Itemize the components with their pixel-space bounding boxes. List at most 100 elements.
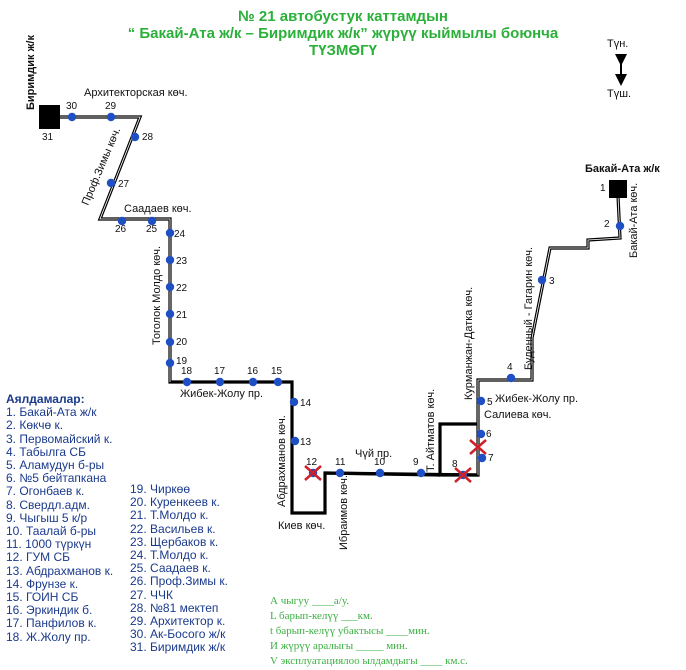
- stop-11-number: 11: [335, 457, 346, 468]
- stop-20-number: 20: [176, 337, 188, 348]
- legend-item: 21. Т.Молдо к.: [130, 508, 209, 523]
- stop-13-marker[interactable]: [290, 436, 300, 446]
- street-ibraimov: Ибраимов көч.: [338, 475, 350, 550]
- compass-north: Түн.: [607, 38, 629, 50]
- stop-6-marker[interactable]: [476, 429, 486, 439]
- stop-21-marker[interactable]: [165, 309, 175, 319]
- stop-26-marker[interactable]: [117, 216, 127, 226]
- stop-19-marker[interactable]: [165, 358, 175, 368]
- street-saadaev: Саадаев көч.: [124, 203, 192, 215]
- legend-item: 8. Свердл.адм.: [6, 497, 90, 512]
- legend-item: 22. Васильев к.: [130, 521, 216, 536]
- legend-item: 18. Ж.Жолу пр.: [6, 629, 91, 644]
- legend-item: 26. Проф.Зимы к.: [130, 574, 228, 589]
- street-salieva: Салиева көч.: [484, 409, 551, 421]
- stop-6-number: 6: [486, 429, 492, 440]
- legend-item: 30. Ак-Босого ж/к: [130, 627, 226, 642]
- street-kiev: Киев көч.: [278, 520, 325, 532]
- stop-15-marker[interactable]: [273, 377, 283, 387]
- street-prof-zimy: Проф.Зимы көч.: [80, 126, 124, 207]
- stop-17-number: 17: [214, 366, 226, 377]
- stop-9-marker[interactable]: [416, 468, 426, 478]
- stop-10-number: 10: [374, 457, 386, 468]
- stop-25-marker[interactable]: [147, 216, 157, 226]
- legend-item: 28. №81 мектеп: [130, 600, 219, 615]
- stop-20-marker[interactable]: [165, 337, 175, 347]
- stop-3-marker[interactable]: [537, 275, 547, 285]
- legend-item: 1. Бакай-Ата ж/к: [6, 405, 97, 420]
- street-arkhitektorskaya: Архитекторская көч.: [84, 87, 188, 99]
- stop-24-marker[interactable]: [165, 228, 175, 238]
- title-line-1: № 21 автобустук каттамдын: [238, 8, 448, 25]
- legend-item: 16. Эркиндик б.: [6, 603, 93, 618]
- compass-south: Түш.: [607, 88, 632, 100]
- legend-item: 12. ГУМ СБ: [6, 550, 71, 565]
- stop-3-number: 3: [549, 276, 555, 287]
- stop-21-number: 21: [176, 310, 188, 321]
- legend-item: 20. Куренкеев к.: [130, 495, 220, 510]
- stop-18-marker[interactable]: [182, 377, 192, 387]
- stops-layer: 1234567891011121314151617181920212223242…: [42, 101, 625, 483]
- stop-31-number: 31: [42, 132, 54, 143]
- stop-27-number: 27: [118, 179, 130, 190]
- legend-item: 5. Аламудун б-ры: [6, 458, 105, 473]
- stop-4-marker[interactable]: [506, 373, 516, 383]
- legend-item: 14. Фрунзе к.: [6, 576, 79, 591]
- stop-14-marker[interactable]: [289, 397, 299, 407]
- stop-18-number: 18: [181, 366, 193, 377]
- stop-16-marker[interactable]: [248, 377, 258, 387]
- closed-stop-12-x-icon: [304, 465, 322, 481]
- street-jibek-jolu-right: Жибек-Жолу пр.: [495, 393, 578, 405]
- stop-4-number: 4: [507, 362, 513, 373]
- stop-15-number: 15: [271, 366, 283, 377]
- route-parameters: А чыгуу ____а/у. L барып-келүү ___км. t …: [270, 594, 468, 669]
- street-budenny: Буденный - Гагарин көч.: [523, 247, 535, 370]
- stop-29-marker[interactable]: [106, 112, 116, 122]
- legend-item: 2. Көкчө к.: [6, 418, 64, 433]
- stop-17-marker[interactable]: [215, 377, 225, 387]
- legend-item: 17. Панфилов к.: [6, 616, 97, 631]
- stop-23-marker[interactable]: [165, 255, 175, 265]
- stop-5-number: 5: [487, 397, 493, 408]
- stop-16-number: 16: [247, 366, 259, 377]
- stop-28-marker[interactable]: [130, 132, 140, 142]
- street-bakai-ata: Бакай-Ата көч.: [628, 183, 640, 258]
- stop-10-marker[interactable]: [375, 468, 385, 478]
- legend-item: 10. Таалай б-ры: [6, 524, 97, 539]
- stop-11-marker[interactable]: [335, 468, 345, 478]
- stop-22-marker[interactable]: [165, 282, 175, 292]
- legend-item: 7. Огонбаев к.: [6, 484, 85, 499]
- param-departures: А чыгуу ____а/у.: [270, 595, 349, 607]
- street-aitmatov: Т. Айтматов көч.: [425, 389, 437, 472]
- legend-item: 24. Т.Молдо к.: [130, 548, 209, 563]
- stop-14-number: 14: [300, 398, 312, 409]
- legend-item: 13. Абдрахманов к.: [6, 563, 114, 578]
- stop-26-number: 26: [115, 224, 127, 235]
- stop-12-number: 12: [306, 457, 318, 468]
- legend-item: 31. Биримдик ж/к: [130, 640, 226, 655]
- legend-item: 15. ГОИН СБ: [6, 590, 79, 605]
- stop-22-number: 22: [176, 283, 188, 294]
- legend-item: 6. №5 бейтапкана: [6, 471, 107, 486]
- terminal-start-label: Бакай-Ата ж/к: [585, 163, 660, 175]
- param-speed: V эксплуатациялоо ылдамдыгы ____ км.с.: [270, 655, 468, 667]
- stop-27-marker[interactable]: [106, 178, 116, 188]
- stop-2-marker[interactable]: [615, 221, 625, 231]
- param-length: L барып-келүү ___км.: [270, 610, 373, 622]
- stop-5-marker[interactable]: [476, 396, 486, 406]
- legend-item: 9. Чыгыш 5 к/р: [6, 510, 88, 525]
- stop-7-marker[interactable]: [477, 453, 487, 463]
- street-kurmanjan: Курманжан-Датка көч.: [463, 287, 475, 400]
- stop-23-number: 23: [176, 256, 188, 267]
- legend-heading: Аялдамалар:: [6, 392, 85, 406]
- stop-30-marker[interactable]: [67, 112, 77, 122]
- stop-8-number: 8: [452, 459, 458, 470]
- stop-28-number: 28: [142, 132, 154, 143]
- stop-29-number: 29: [105, 101, 117, 112]
- stop-13-number: 13: [300, 437, 312, 448]
- legend-item: 4. Табылга СБ: [6, 444, 86, 459]
- street-jibek-jolu-left: Жибек-Жолу пр.: [180, 388, 263, 400]
- legend-item: 3. Первомайский к.: [6, 431, 113, 446]
